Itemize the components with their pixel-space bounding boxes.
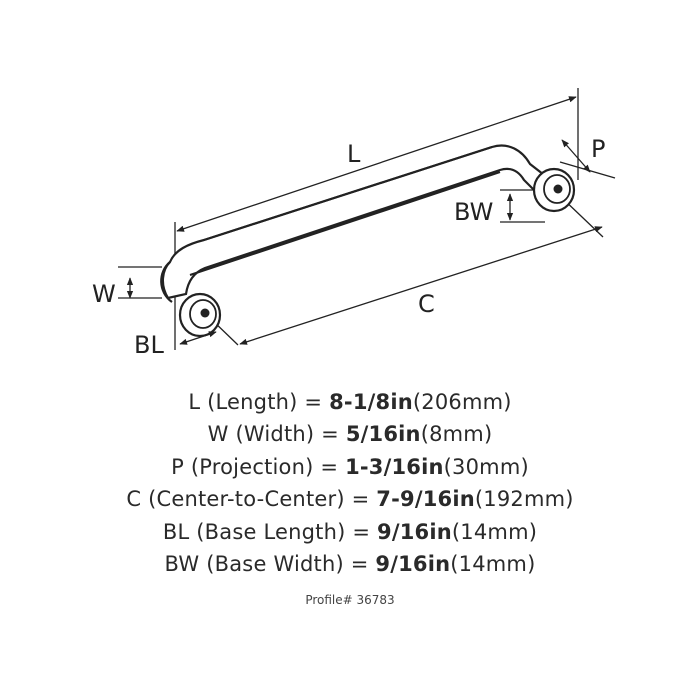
spec-code: BL	[162, 519, 190, 544]
spec-metric: (8mm)	[420, 422, 493, 447]
spec-value: 1-3/16in	[345, 454, 444, 479]
dimension-label-BW: BW	[454, 198, 493, 226]
spec-metric: (30mm)	[443, 454, 529, 479]
spec-code: C	[126, 487, 142, 512]
dimension-label-P: P	[591, 135, 605, 163]
spec-code: W	[207, 422, 229, 447]
dimension-lines	[126, 96, 603, 345]
dimension-label-L: L	[347, 140, 361, 168]
left-base	[178, 292, 222, 338]
spec-name: (Length) =	[207, 390, 330, 414]
spec-metric: (14mm)	[451, 519, 538, 544]
spec-code: P	[171, 454, 184, 479]
profile-number: Profile# 36783	[305, 593, 395, 607]
center-dimension-line	[239, 226, 603, 345]
base-length-dimension-line	[179, 331, 217, 345]
projection-dimension-line	[561, 139, 591, 173]
spec-center-to-center: C (Center-to-Center) = 7-9/16in(192mm)	[0, 483, 700, 515]
spec-value: 9/16in	[377, 519, 452, 544]
spec-base-length: BL (Base Length) = 9/16in(14mm)	[0, 516, 700, 548]
dimension-label-BL: BL	[134, 331, 164, 359]
spec-base-width: BW (Base Width) = 9/16in(14mm)	[0, 548, 700, 580]
spec-metric: (206mm)	[412, 390, 512, 414]
spec-value: 5/16in	[345, 422, 421, 447]
spec-code: L	[188, 390, 201, 414]
spec-projection: P (Projection) = 1-3/16in(30mm)	[0, 451, 700, 483]
spec-name: (Base Width) =	[206, 551, 376, 576]
length-dimension-line	[176, 96, 577, 232]
spec-length: L (Length) = 8-1/8in(206mm)	[0, 386, 700, 418]
dimension-spec-list: L (Length) = 8-1/8in(206mm) W (Width) = …	[0, 386, 700, 580]
spec-code: BW	[164, 551, 200, 576]
spec-width: W (Width) = 5/16in(8mm)	[0, 418, 700, 450]
spec-metric: (14mm)	[450, 551, 536, 576]
spec-value: 8-1/8in	[329, 390, 413, 414]
spec-name: (Base Length) =	[196, 519, 378, 544]
spec-metric: (192mm)	[474, 487, 574, 512]
spec-value: 9/16in	[375, 551, 451, 576]
dimension-label-C: C	[418, 290, 435, 318]
spec-value: 7-9/16in	[376, 487, 475, 512]
dimension-label-W: W	[92, 280, 116, 308]
spec-name: (Projection) =	[190, 454, 346, 479]
right-base	[532, 167, 576, 213]
spec-name: (Center-to-Center) =	[148, 487, 377, 512]
spec-name: (Width) =	[235, 422, 346, 447]
